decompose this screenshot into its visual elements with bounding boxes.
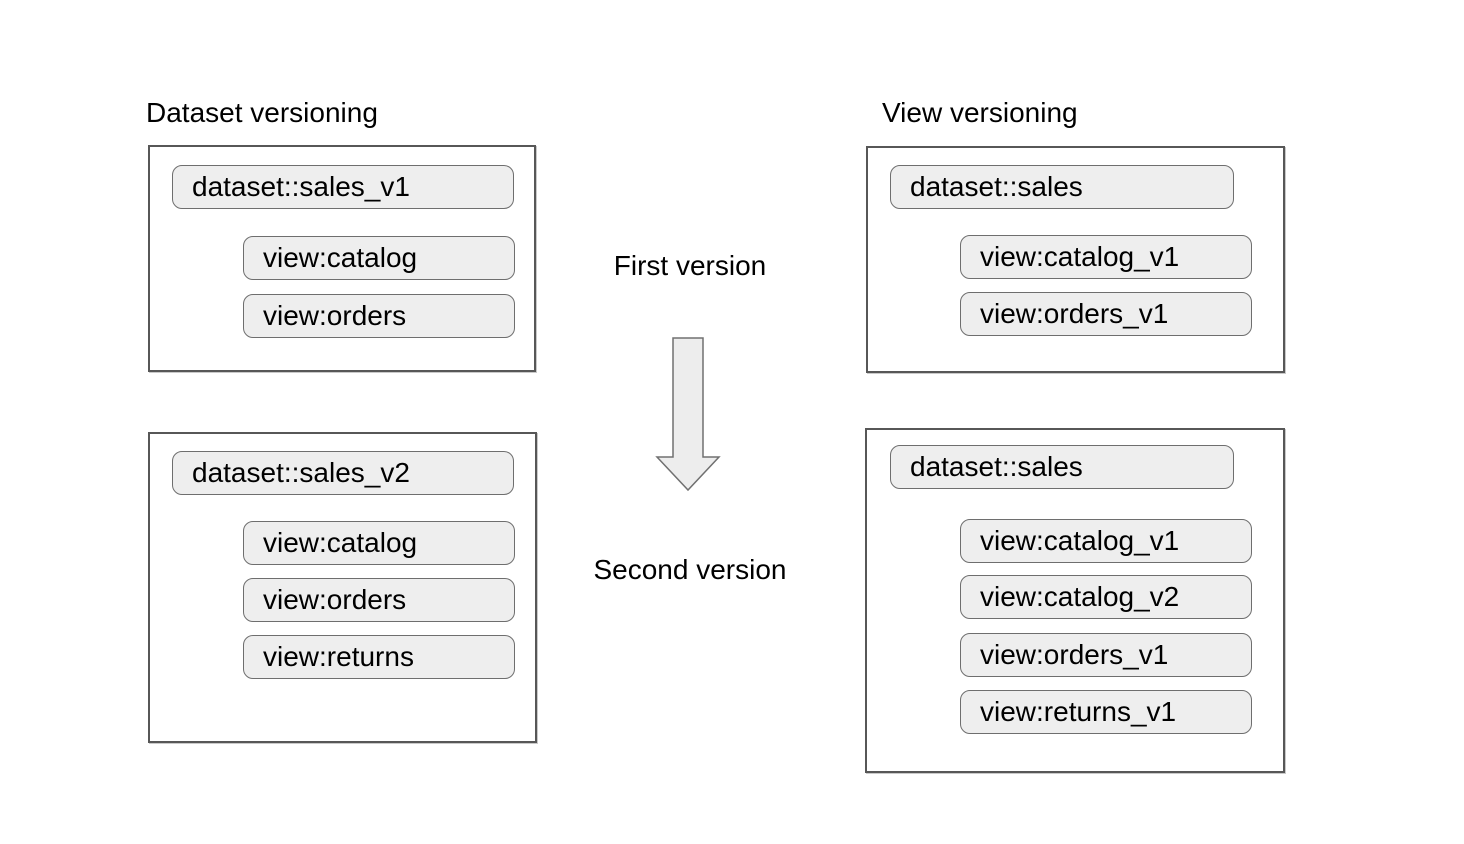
view-pill: view:catalog_v2 — [960, 575, 1252, 619]
view-pill: view:orders_v1 — [960, 633, 1252, 677]
view-pill: view:orders — [243, 294, 515, 338]
view-pill: view:catalog — [243, 521, 515, 565]
view-pill: view:catalog_v1 — [960, 235, 1252, 279]
second-version-label: Second version — [593, 554, 787, 585]
dataset-versioning-v2-box: dataset::sales_v2 view:catalog view:orde… — [148, 432, 537, 743]
first-version-label: First version — [613, 250, 767, 281]
dataset-versioning-title: Dataset versioning — [146, 97, 378, 128]
view-pill: view:orders — [243, 578, 515, 622]
view-pill: view:catalog — [243, 236, 515, 280]
dataset-pill: dataset::sales_v1 — [172, 165, 514, 209]
view-pill: view:returns — [243, 635, 515, 679]
down-arrow-icon — [655, 337, 721, 492]
view-versioning-v1-box: dataset::sales view:catalog_v1 view:orde… — [866, 146, 1285, 373]
dataset-pill: dataset::sales — [890, 445, 1234, 489]
view-pill: view:orders_v1 — [960, 292, 1252, 336]
dataset-versioning-v1-box: dataset::sales_v1 view:catalog view:orde… — [148, 145, 536, 372]
dataset-pill: dataset::sales_v2 — [172, 451, 514, 495]
view-pill: view:returns_v1 — [960, 690, 1252, 734]
view-versioning-v2-box: dataset::sales view:catalog_v1 view:cata… — [865, 428, 1285, 773]
view-pill: view:catalog_v1 — [960, 519, 1252, 563]
dataset-pill: dataset::sales — [890, 165, 1234, 209]
view-versioning-title: View versioning — [882, 97, 1078, 128]
